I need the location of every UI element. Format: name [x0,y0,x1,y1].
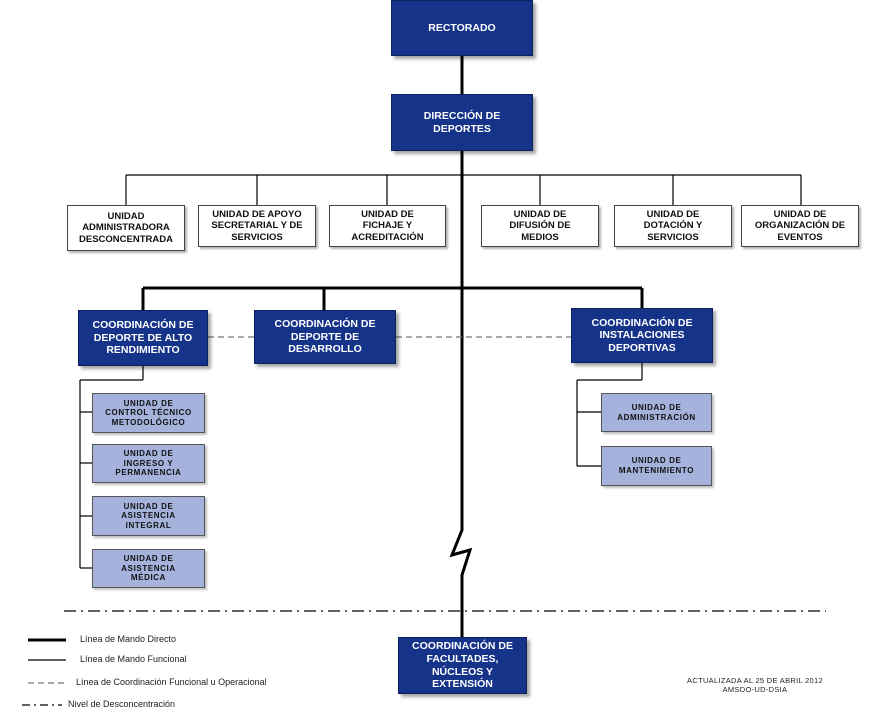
unidad-administradora-box[interactable]: UNIDAD ADMINISTRADORA DESCONCENTRADA [67,205,185,251]
coordinacion-desarrollo-box[interactable]: COORDINACIÓN DE DEPORTE DE DESARROLLO [254,310,396,364]
unidad-mantenimiento-box[interactable]: UNIDAD DE MANTENIMIENTO [601,446,712,486]
legend-coordinacion: Línea de Coordinación Funcional u Operac… [76,677,267,687]
coordinacion-instalaciones-box[interactable]: COORDINACIÓN DE INSTALACIONES DEPORTIVAS [571,308,713,363]
direccion-deportes-box[interactable]: DIRECCIÓN DE DEPORTES [391,94,533,151]
unidad-administracion-box[interactable]: UNIDAD DE ADMINISTRACIÓN [601,393,712,432]
unidad-dotacion-box[interactable]: UNIDAD DE DOTACIÓN Y SERVICIOS [614,205,732,247]
legend-mando-funcional: Línea de Mando Funcional [80,654,187,664]
coordinacion-facultades-box[interactable]: COORDINACIÓN DE FACULTADES, NÚCLEOS Y EX… [398,637,527,694]
unidad-organizacion-eventos-box[interactable]: UNIDAD DE ORGANIZACIÓN DE EVENTOS [741,205,859,247]
unidad-difusion-box[interactable]: UNIDAD DE DIFUSIÓN DE MEDIOS [481,205,599,247]
unidad-asistencia-integral-box[interactable]: UNIDAD DE ASISTENCIA INTEGRAL [92,496,205,536]
legend-mando-directo: Línea de Mando Directo [80,634,177,644]
unidad-ingreso-permanencia-box[interactable]: UNIDAD DE INGRESO Y PERMANENCIA [92,444,205,483]
update-note: ACTUALIZADA AL 25 DE ABRIL 2012 AMSDO-UD… [687,676,823,695]
rectorado-box[interactable]: RECTORADO [391,0,533,56]
coordinacion-alto-rendimiento-box[interactable]: COORDINACIÓN DE DEPORTE DE ALTO RENDIMIE… [78,310,208,366]
unidad-control-tecnico-box[interactable]: UNIDAD DE CONTROL TÉCNICO METODOLÓGICO [92,393,205,433]
unidad-asistencia-medica-box[interactable]: UNIDAD DE ASISTENCIA MÉDICA [92,549,205,588]
unidad-apoyo-secretarial-box[interactable]: UNIDAD DE APOYO SECRETARIAL Y DE SERVICI… [198,205,316,247]
legend-desconcentracion: Nivel de Desconcentración [68,699,176,709]
unidad-fichaje-box[interactable]: UNIDAD DE FICHAJE Y ACREDITACIÓN [329,205,446,247]
